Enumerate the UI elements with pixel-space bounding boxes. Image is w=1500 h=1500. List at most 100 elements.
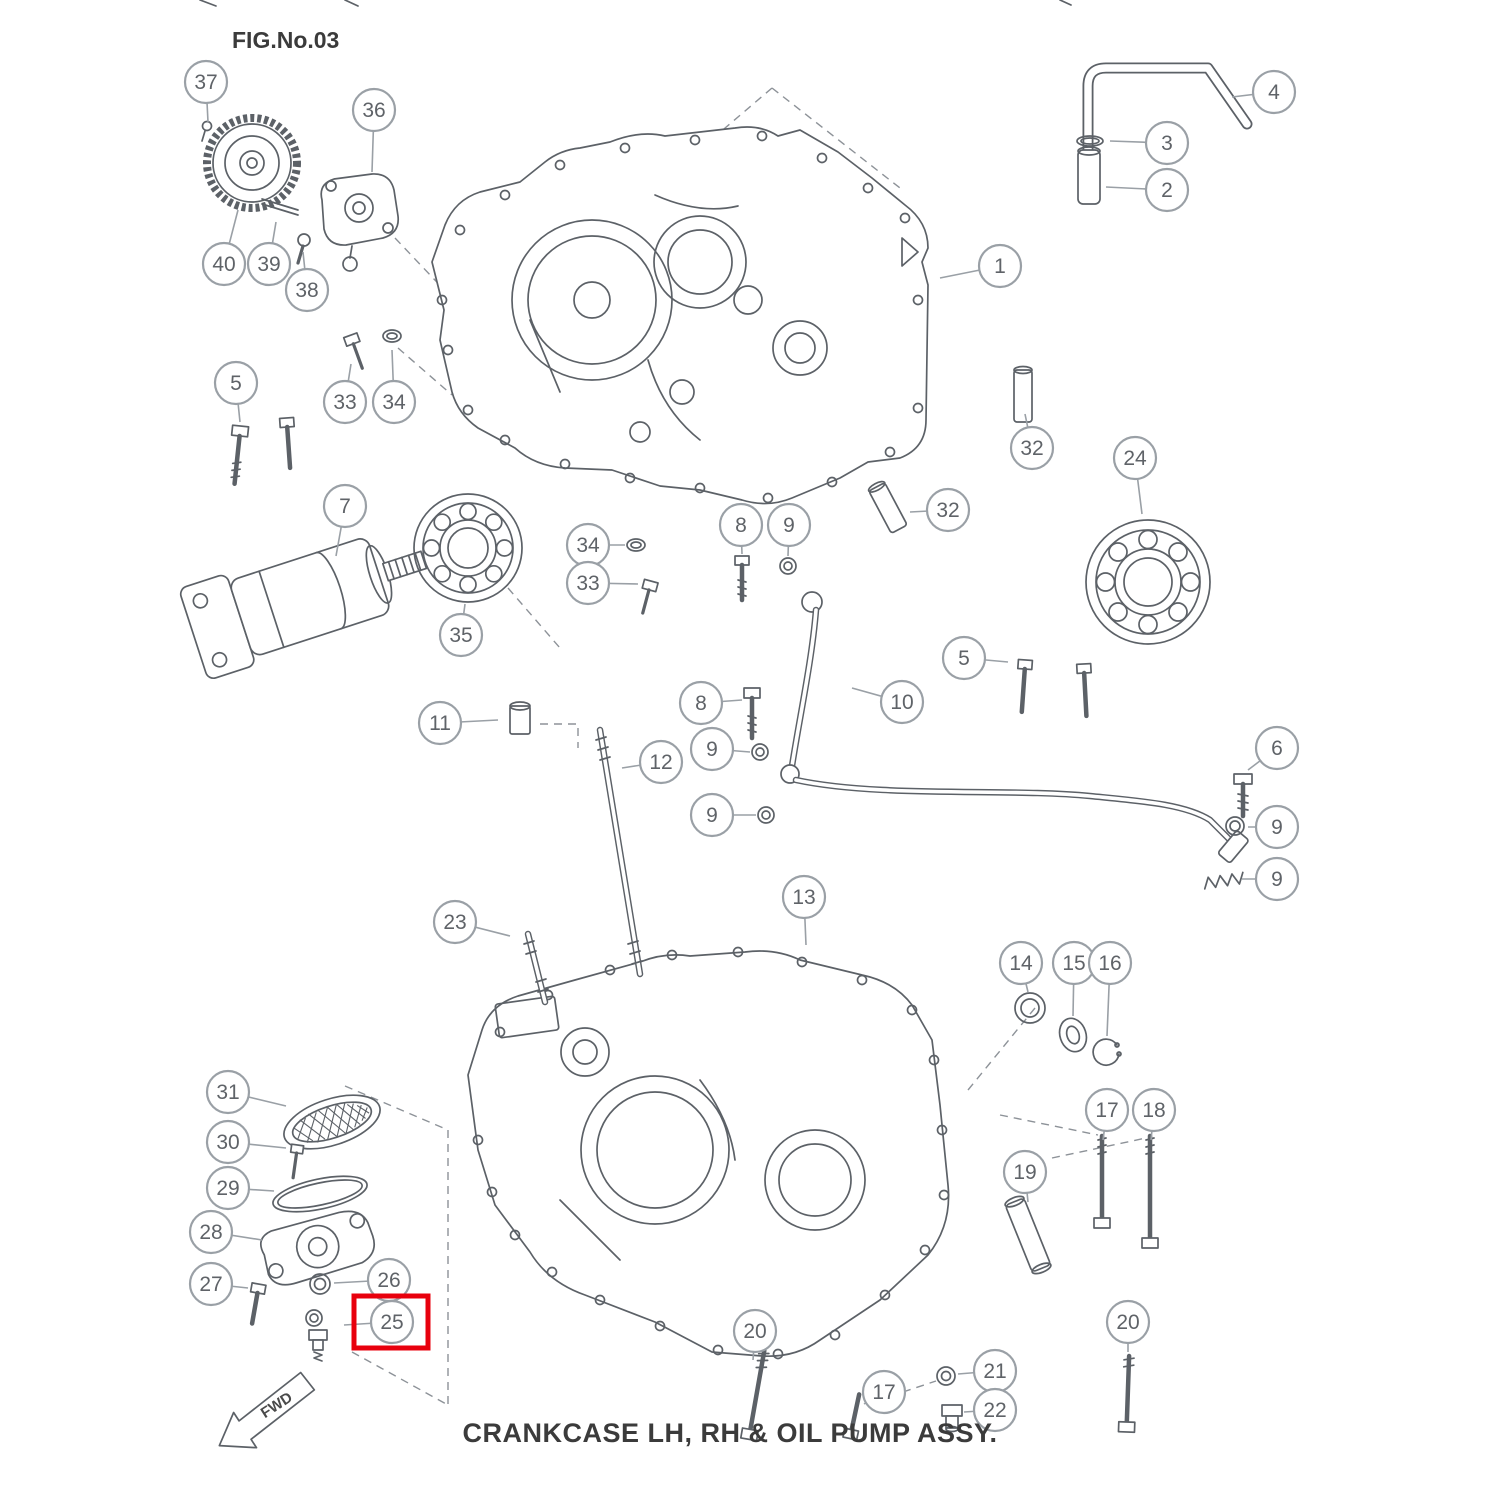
- pump-gasket-29-drawing: [272, 1175, 368, 1213]
- svg-text:9: 9: [706, 804, 718, 827]
- oil-pump-body-drawing: [320, 173, 400, 272]
- callout-10: 10: [851, 679, 925, 725]
- svg-text:28: 28: [199, 1221, 222, 1244]
- svg-text:18: 18: [1142, 1099, 1165, 1122]
- svg-text:38: 38: [295, 279, 318, 302]
- washer-9-upper-drawing: [779, 557, 797, 575]
- case-bolt-20b-drawing: [1117, 1353, 1136, 1434]
- callout-34: 34: [565, 522, 625, 568]
- highlight-box: [351, 1293, 431, 1351]
- svg-text:34: 34: [576, 534, 600, 557]
- svg-text:30: 30: [216, 1131, 239, 1154]
- callout-24: 24: [1112, 435, 1158, 515]
- callout-19: 19: [1002, 1149, 1048, 1203]
- svg-text:9: 9: [783, 514, 795, 537]
- callout-9: 9: [1248, 804, 1300, 850]
- svg-text:23: 23: [443, 911, 466, 934]
- callout-38: 38: [284, 251, 330, 313]
- fwd-arrow: FWD: [218, 1371, 316, 1449]
- svg-text:16: 16: [1098, 952, 1121, 975]
- hose-clamp-drawing: [1076, 135, 1104, 147]
- cropped-edge-marks: [199, 0, 1072, 7]
- svg-text:39: 39: [257, 253, 280, 276]
- svg-text:37: 37: [194, 71, 217, 94]
- bolt-8-lower-drawing: [743, 687, 761, 741]
- stud-23-drawing: [523, 930, 549, 1006]
- callout-17: 17: [1084, 1087, 1130, 1141]
- crankcase-rh-drawing: [431, 126, 929, 505]
- banjo-bolt-6-drawing: [1233, 773, 1253, 819]
- bolt-8-upper-drawing: [734, 555, 750, 603]
- callout-4: 4: [1231, 69, 1297, 115]
- diagram-caption: CRANKCASE LH, RH & OIL PUMP ASSY.: [462, 1418, 997, 1448]
- callout-9: 9: [689, 726, 751, 772]
- bolt-33-mid-drawing: [641, 578, 659, 615]
- callout-33: 33: [565, 560, 639, 606]
- pump-cover-28-drawing: [259, 1210, 376, 1286]
- callout-3: 3: [1109, 120, 1190, 166]
- bolt-33-upper-drawing: [342, 332, 364, 370]
- svg-text:5: 5: [958, 647, 970, 670]
- svg-text:17: 17: [872, 1381, 895, 1404]
- svg-text:33: 33: [333, 391, 356, 414]
- pump-pin-drawing: [261, 198, 299, 216]
- callout-28: 28: [188, 1209, 263, 1255]
- callout-20: 20: [1105, 1299, 1151, 1352]
- callout-22: 22: [963, 1387, 1018, 1433]
- case-bolt-5c-drawing: [1016, 658, 1034, 715]
- callout-18: 18: [1131, 1087, 1177, 1141]
- svg-text:31: 31: [216, 1081, 239, 1104]
- callout-27: 27: [188, 1261, 249, 1307]
- callout-14: 14: [998, 940, 1044, 993]
- svg-text:33: 33: [576, 572, 599, 595]
- dowel-pin-32b-drawing: [867, 480, 908, 534]
- callout-31: 31: [205, 1069, 287, 1115]
- svg-text:20: 20: [743, 1320, 766, 1343]
- oil-strainer-drawing: [283, 1094, 381, 1150]
- callout-8: 8: [718, 502, 764, 555]
- shift-shaft-drawing: [780, 591, 1249, 864]
- bolt-17-drawing: [1093, 1133, 1111, 1229]
- relief-valve-25-drawing: [305, 1309, 328, 1362]
- oring-34-mid-drawing: [626, 538, 646, 552]
- callout-39: 39: [246, 221, 292, 287]
- fwd-label: FWD: [258, 1389, 296, 1422]
- callout-23: 23: [432, 899, 511, 945]
- callout-32: 32: [1009, 413, 1055, 471]
- callout-40: 40: [201, 209, 247, 287]
- svg-text:2: 2: [1161, 179, 1173, 202]
- svg-text:1: 1: [994, 255, 1006, 278]
- svg-text:29: 29: [216, 1177, 239, 1200]
- svg-text:8: 8: [735, 514, 747, 537]
- svg-text:22: 22: [983, 1399, 1006, 1422]
- svg-text:7: 7: [339, 495, 351, 518]
- bearing-35-drawing: [413, 493, 523, 603]
- bushing-14-drawing: [1014, 992, 1046, 1024]
- callout-6: 6: [1247, 725, 1300, 771]
- washer-9d-drawing: [1225, 816, 1245, 836]
- callout-29: 29: [205, 1165, 275, 1211]
- svg-text:13: 13: [792, 886, 815, 909]
- svg-text:32: 32: [1020, 437, 1043, 460]
- callout-16: 16: [1087, 940, 1133, 1037]
- dowel-pin-32a-drawing: [1013, 365, 1033, 423]
- breather-hose-drawing: [1077, 146, 1101, 205]
- svg-text:6: 6: [1271, 737, 1283, 760]
- svg-text:9: 9: [1271, 868, 1283, 891]
- svg-text:32: 32: [936, 499, 959, 522]
- case-bolt-17b-drawing: [842, 1392, 862, 1441]
- svg-text:5: 5: [230, 372, 242, 395]
- svg-text:9: 9: [1271, 816, 1283, 839]
- bearing-24-drawing: [1085, 519, 1211, 645]
- callout-17: 17: [861, 1369, 907, 1415]
- svg-text:10: 10: [890, 691, 913, 714]
- collar-11-drawing: [509, 701, 531, 735]
- pump-bolt-drawing: [296, 233, 311, 265]
- svg-text:14: 14: [1009, 952, 1033, 975]
- svg-text:12: 12: [649, 751, 672, 774]
- callout-37: 37: [183, 59, 229, 123]
- callout-33: 33: [322, 363, 368, 425]
- rod-12-drawing: [595, 726, 644, 978]
